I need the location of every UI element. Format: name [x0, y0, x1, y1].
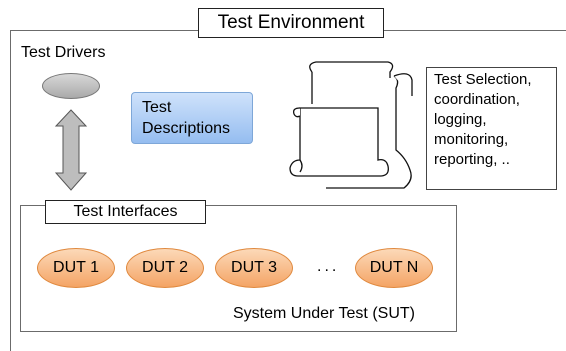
dut-2: DUT 2 [126, 248, 204, 288]
dut-label: DUT 2 [142, 259, 188, 276]
test-interfaces-label: Test Interfaces [73, 203, 178, 220]
test-descriptions-line2: Descriptions [142, 120, 231, 137]
test-environment-title-text: Test Environment [217, 12, 365, 33]
dut-n: DUT N [355, 248, 433, 288]
scroll-icon [289, 61, 413, 189]
dut-3: DUT 3 [215, 248, 293, 288]
test-descriptions-box: Test Descriptions [131, 92, 253, 144]
test-selection-line: Test Selection, [434, 71, 532, 88]
test-selection-line: logging, [434, 111, 487, 128]
test-selection-line: coordination, [434, 91, 520, 108]
double-arrow-icon [54, 109, 88, 191]
test-descriptions-line1: Test [142, 99, 172, 116]
test-drivers-oval [42, 73, 100, 99]
dut-1: DUT 1 [37, 248, 115, 288]
dut-label: DUT 1 [53, 259, 99, 276]
test-interfaces-box: Test Interfaces [45, 200, 206, 224]
test-environment-title: Test Environment [198, 8, 384, 38]
diagram-graphics [54, 61, 413, 191]
dut-ellipsis: ... [317, 258, 340, 275]
dut-label: DUT N [369, 259, 419, 276]
test-selection-line: reporting, .. [434, 151, 510, 168]
dut-label: DUT 3 [231, 259, 277, 276]
test-selection-line: monitoring, [434, 131, 509, 148]
sut-label: System Under Test (SUT) [233, 305, 415, 322]
test-drivers-label: Test Drivers [21, 44, 106, 61]
test-selection-box: Test Selection, coordination, logging, m… [426, 67, 557, 190]
